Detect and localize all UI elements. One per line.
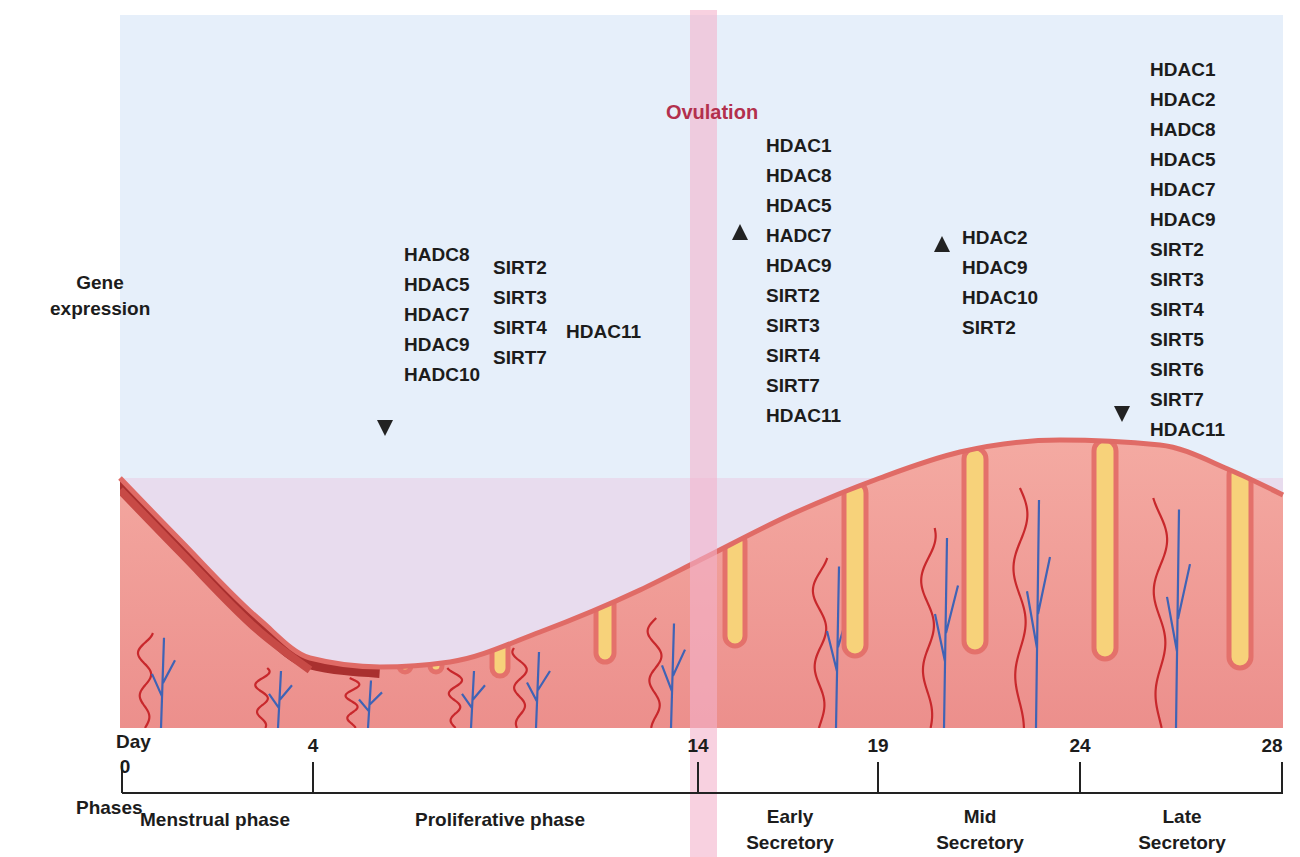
gene-label: HDAC2 (962, 225, 1027, 251)
phase-label: Mid Secretory (930, 804, 1030, 856)
gene-label: HDAC9 (1150, 207, 1215, 233)
gene-label: HDAC2 (1150, 87, 1215, 113)
gene-label: HDAC7 (1150, 177, 1215, 203)
gene-label: SIRT3 (766, 313, 820, 339)
arrow-head (732, 224, 748, 240)
axis-label: Phases (76, 795, 143, 821)
gene-label: HDAC11 (1150, 417, 1225, 443)
gene-label: SIRT7 (1150, 387, 1204, 413)
gene-label: HADC10 (404, 362, 480, 388)
gene-label: HDAC9 (766, 253, 831, 279)
arrow-head (1114, 406, 1130, 422)
gene-label: SIRT7 (766, 373, 820, 399)
shedding-layer (120, 478, 380, 667)
gene-label: HADC8 (1150, 117, 1215, 143)
day-number: 24 (1069, 733, 1090, 759)
vein (462, 671, 485, 728)
up-arrow (739, 236, 742, 390)
gene-label: HDAC5 (404, 272, 469, 298)
gene-label: HDAC5 (1150, 147, 1215, 173)
day-axis (122, 762, 1283, 793)
gene-label: HADC7 (766, 223, 831, 249)
gene-label: SIRT4 (493, 315, 547, 341)
arrow-head (934, 236, 950, 252)
spiral-artery (648, 618, 662, 728)
down-arrow (384, 225, 387, 425)
uterine-gland (844, 482, 866, 656)
phase-label: Menstrual phase (140, 807, 290, 833)
axis-title: Gene expression (50, 270, 150, 322)
phase-label: Proliferative phase (415, 807, 585, 833)
vein (1027, 500, 1050, 728)
uterine-gland (1094, 440, 1116, 659)
spiral-artery (255, 668, 269, 728)
gene-label: SIRT4 (1150, 297, 1204, 323)
gene-label: HDAC9 (962, 255, 1027, 281)
gene-label: SIRT6 (1150, 357, 1204, 383)
vein (269, 671, 292, 728)
gene-label: HDAC8 (766, 163, 831, 189)
day-number: 28 (1261, 733, 1282, 759)
uterine-gland (964, 448, 986, 652)
gene-label: SIRT3 (493, 285, 547, 311)
gene-label: SIRT7 (493, 345, 547, 371)
gene-label: HDAC1 (1150, 57, 1215, 83)
spiral-artery (921, 528, 935, 728)
gene-label: HDAC11 (766, 403, 841, 429)
day-number: 4 (308, 733, 319, 759)
uterine-gland (725, 532, 745, 646)
gene-label: HDAC7 (404, 302, 469, 328)
day-number: 0 (120, 754, 131, 780)
ovulation-label: Ovulation (666, 99, 758, 125)
axis-label: Day (116, 729, 151, 755)
gene-label: HDAC5 (766, 193, 831, 219)
phase-label: Early Secretory (740, 804, 840, 856)
arrow-head (377, 420, 393, 436)
spiral-artery (512, 648, 526, 728)
gene-label: HDAC9 (404, 332, 469, 358)
gene-label: SIRT2 (766, 283, 820, 309)
gene-label: HDAC1 (766, 133, 831, 159)
up-arrow (941, 248, 944, 372)
vein (662, 624, 685, 729)
gene-label: SIRT3 (1150, 267, 1204, 293)
gene-label: SIRT4 (766, 343, 820, 369)
phase-label: Late Secretory (1132, 804, 1232, 856)
gene-label: HDAC10 (962, 285, 1038, 311)
gene-label: HDAC11 (566, 319, 641, 345)
ovulation-band (690, 10, 717, 857)
vein (527, 652, 550, 728)
vein (1167, 510, 1190, 729)
spiral-artery (346, 678, 360, 728)
spiral-artery (447, 668, 462, 728)
uterine-gland (596, 588, 614, 662)
gene-label: SIRT2 (962, 315, 1016, 341)
gene-label: SIRT2 (493, 255, 547, 281)
spiral-artery (813, 558, 827, 728)
day-number: 19 (867, 733, 888, 759)
gene-label: SIRT2 (1150, 237, 1204, 263)
gene-label: HADC8 (404, 242, 469, 268)
vein (935, 538, 958, 728)
spiral-artery (138, 633, 153, 728)
down-arrow (1121, 118, 1124, 410)
spiral-artery (1013, 488, 1027, 728)
vein (359, 681, 382, 729)
expression-arrows (377, 118, 1130, 436)
gene-label: SIRT5 (1150, 327, 1204, 353)
day-number: 14 (687, 733, 708, 759)
spiral-artery (1153, 498, 1167, 728)
uterine-gland (1229, 464, 1251, 668)
uterine-gland (492, 632, 508, 676)
vein (152, 638, 175, 728)
